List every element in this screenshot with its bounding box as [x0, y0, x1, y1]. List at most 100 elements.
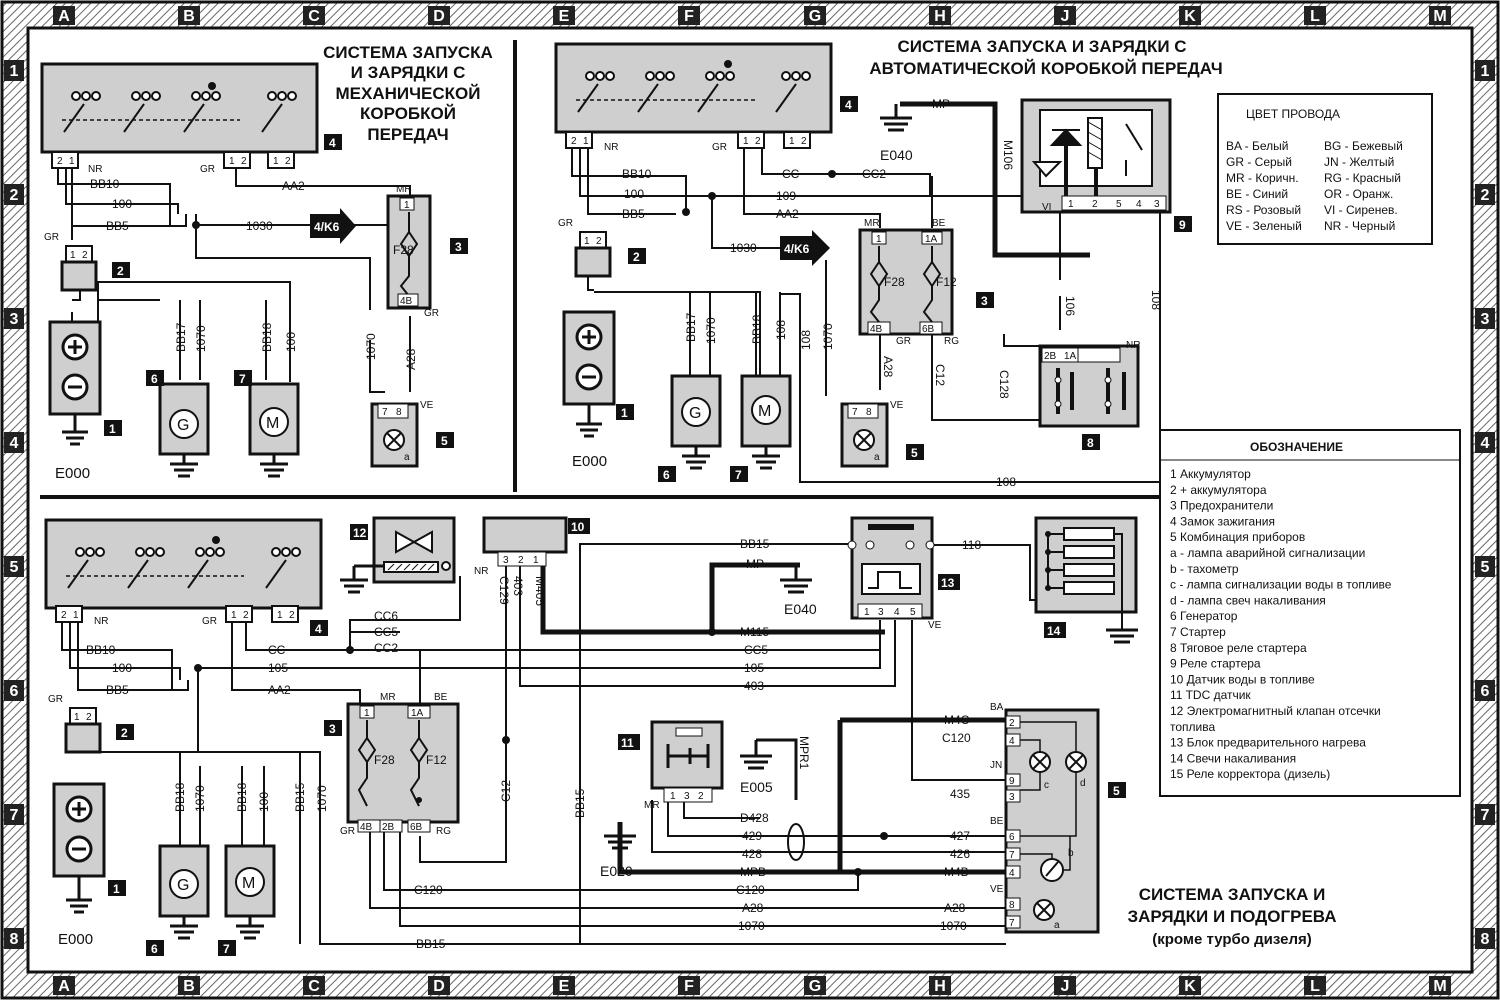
manual-wire-bb10: BB10	[90, 177, 120, 191]
wire-color-right-0: BG - Бежевый	[1324, 139, 1403, 153]
frame-label-bg	[678, 6, 700, 25]
frame-row-left-1: 1	[10, 63, 19, 80]
frame-column-top-E: E	[559, 8, 570, 25]
frame-label-bg	[1475, 928, 1495, 949]
diesel-wire-cc6: CC6	[374, 609, 398, 623]
auto-ground-e040: E040	[880, 147, 913, 163]
frame-column-bottom-J: J	[1061, 978, 1070, 995]
auto-ref-label: 4/K6	[784, 242, 810, 256]
auto-ref-arrow	[780, 230, 830, 266]
frame-column-bottom-K: K	[1184, 978, 1196, 995]
diesel-wire-1070-b: 1070	[738, 919, 765, 933]
manual-lamp-pin7: 7	[382, 407, 388, 418]
frame-row-right-2: 2	[1481, 187, 1490, 204]
diesel-ic-pin6: 6	[1009, 832, 1015, 843]
auto-relay-vi: VI	[1042, 202, 1051, 213]
frame-column-bottom-F: F	[684, 978, 694, 995]
frame-column-top-F: F	[684, 8, 694, 25]
diesel-wire-d428: D428	[740, 811, 769, 825]
manual-fuse-pin4b: 4B	[400, 296, 413, 307]
manual-lamp-a: a	[404, 452, 410, 463]
diesel-ic-pin4b: 4	[1009, 868, 1015, 879]
frame-label-bg	[1475, 556, 1495, 577]
manual-sw-pin-1b: 1	[229, 156, 235, 167]
auto-sw-gr: GR	[712, 142, 727, 153]
diesel-fuse-f12: F12	[426, 753, 447, 767]
diesel-sw-pin2b: 2	[243, 610, 249, 621]
manual-wire-bb18: BB18	[260, 322, 274, 352]
frame-label-bg	[1475, 804, 1495, 825]
legend-item-18: 14 Свечи накаливания	[1170, 751, 1296, 765]
frame-column-bottom-G: G	[809, 978, 821, 995]
frame-column-bottom-A: A	[58, 978, 70, 995]
svg-text:14: 14	[1047, 624, 1061, 638]
legend-item-2: 3 Предохранители	[1170, 499, 1273, 513]
manual-sw-pin-2c: 2	[285, 156, 291, 167]
frame-label-bg	[4, 432, 24, 453]
diesel-wire-mp: MP	[746, 557, 764, 571]
svg-text:2: 2	[121, 726, 128, 740]
svg-text:3: 3	[981, 294, 988, 308]
manual-title-2: И ЗАРЯДКИ С	[351, 63, 466, 82]
diesel-wire-100: 100	[112, 661, 132, 675]
legend-item-7: c - лампа сигнализации воды в топливе	[1170, 578, 1392, 592]
frame-label-bg	[428, 6, 450, 25]
auto-wire-109: 109	[776, 189, 796, 203]
auto-wire-bb18: BB18	[750, 314, 764, 344]
diesel-wire-c120-l: C120	[414, 883, 443, 897]
diesel-title-3: (кроме турбо дизеля)	[1152, 931, 1311, 948]
diesel-ic-pin8: 8	[1009, 900, 1015, 911]
manual-wire-bb17: BB17	[174, 322, 188, 352]
auto-ground-e000: E000	[572, 453, 607, 470]
diesel-wire-bb5: BB5	[106, 683, 129, 697]
diesel-ws-pin2: 2	[518, 555, 524, 566]
diesel-wire-bb15-v: BB15	[293, 782, 307, 812]
svg-text:10: 10	[571, 520, 585, 534]
auto-wire-bb5: BB5	[622, 207, 645, 221]
legend-item-16: топлива	[1170, 720, 1215, 734]
manual-title-1: СИСТЕМА ЗАПУСКА	[323, 43, 493, 62]
legend-title: ОБОЗНАЧЕНИЕ	[1250, 440, 1343, 454]
auto-lamp-pin8: 8	[866, 407, 872, 418]
frame-column-bottom-C: C	[308, 978, 320, 995]
auto-relay-pin5: 5	[1116, 199, 1122, 210]
svg-text:6: 6	[151, 942, 158, 956]
diagram-diesel: 2 1 NR GR 1 2 1 2 4 12 3 2 1 10	[44, 516, 1337, 956]
frame-label-bg	[4, 928, 24, 949]
diesel-water-sensor	[482, 516, 568, 554]
wire-color-left-2: MR - Коричн.	[1226, 171, 1299, 185]
auto-batt-pin1: 1	[584, 236, 590, 247]
diesel-ic-pin2: 2	[1009, 718, 1015, 729]
wire-color-left-3: BE - Синий	[1226, 187, 1288, 201]
manual-sw-pin-1c: 1	[273, 156, 279, 167]
auto-sw-pin1c: 1	[789, 136, 795, 147]
auto-fuse-gr: GR	[896, 336, 911, 347]
frame-row-right-3: 3	[1481, 311, 1490, 328]
diesel-ic-b: b	[1068, 848, 1074, 859]
diesel-wire-cc5-r: CC5	[744, 643, 768, 657]
manual-ground-e000: E000	[55, 465, 90, 482]
manual-fuse-pin1: 1	[404, 200, 410, 211]
auto-sw-pin1b: 1	[743, 136, 749, 147]
diesel-wire-cc2: CC2	[374, 641, 398, 655]
diesel-ground-e040: E040	[784, 601, 817, 617]
frame-label-bg	[553, 6, 575, 25]
diesel-ground-e005: E005	[740, 779, 773, 795]
frame-label-bg	[53, 6, 75, 25]
diesel-tdc-pin1: 1	[670, 791, 676, 802]
manual-wire-1030: 1030	[246, 219, 273, 233]
diesel-wire-bb15: BB15	[740, 537, 770, 551]
frame-row-left-3: 3	[10, 311, 19, 328]
frame-label-bg	[4, 184, 24, 205]
diesel-ignition-switch	[44, 518, 323, 610]
manual-sw-pin-1: 1	[69, 156, 75, 167]
diesel-fuse-gr: GR	[340, 826, 355, 837]
frame-row-right-7: 7	[1481, 807, 1490, 824]
frame-row-right-6: 6	[1481, 683, 1490, 700]
frame-label-bg	[1304, 6, 1326, 25]
auto-title-1: СИСТЕМА ЗАПУСКА И ЗАРЯДКИ С	[897, 37, 1186, 56]
diesel-wire-aa2: AA2	[268, 683, 291, 697]
frame-column-top-L: L	[1310, 8, 1320, 25]
